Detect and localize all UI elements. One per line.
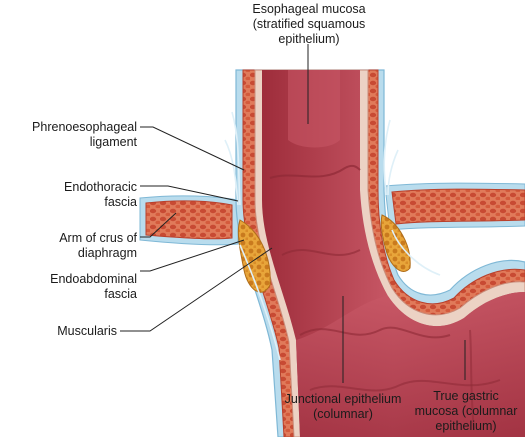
label-line: ligament: [89, 135, 137, 149]
label-line: diaphragm: [77, 246, 137, 260]
label-line: Phrenoesophageal: [32, 120, 137, 134]
diaphragm-right-arm: [384, 182, 525, 231]
leader-endothoracic: [140, 185, 239, 202]
label-line: Junctional epithelium: [284, 392, 402, 406]
label-line: Endoabdominal: [50, 272, 137, 286]
label-line: Endothoracic: [64, 180, 137, 194]
leader-phrenoesophageal: [140, 126, 245, 171]
label-line: Muscularis: [57, 324, 117, 338]
label-muscularis: Muscularis: [0, 324, 117, 339]
ligament-fibers: [224, 111, 441, 361]
label-phrenoesophageal-ligament: Phrenoesophageal ligament: [0, 120, 137, 150]
label-line: fascia: [104, 287, 137, 301]
label-junctional-epithelium: Junctional epithelium (columnar): [268, 392, 418, 422]
label-line: (stratified squamous: [252, 17, 366, 31]
mucosa-lumen: [262, 70, 525, 437]
leader-muscularis: [120, 247, 273, 332]
left-fat-pad: [237, 219, 271, 293]
label-line: Arm of crus of: [59, 231, 137, 245]
label-line: fascia: [104, 195, 137, 209]
label-line: epithelium): [435, 419, 497, 433]
label-line: mucosa (columnar: [414, 404, 518, 418]
leader-arm-crus: [140, 212, 177, 238]
diaphragm-left-arm: [139, 195, 239, 246]
label-line: True gastric: [433, 389, 499, 403]
leader-endoabdominal: [140, 239, 245, 272]
label-esophageal-mucosa: Esophageal mucosa (stratified squamous e…: [236, 2, 382, 47]
label-endoabdominal-fascia: Endoabdominal fascia: [0, 272, 137, 302]
label-line: epithelium): [278, 32, 340, 46]
label-arm-of-crus: Arm of crus of diaphragm: [0, 231, 137, 261]
leader-lines: [120, 44, 466, 383]
label-true-gastric-mucosa: True gastric mucosa (columnar epithelium…: [410, 389, 522, 434]
right-fat-pad: [380, 214, 411, 273]
label-line: Esophageal mucosa: [252, 2, 366, 16]
label-endothoracic-fascia: Endothoracic fascia: [0, 180, 137, 210]
label-line: (columnar): [313, 407, 373, 421]
upper-esophageal-lumen: [288, 70, 340, 148]
